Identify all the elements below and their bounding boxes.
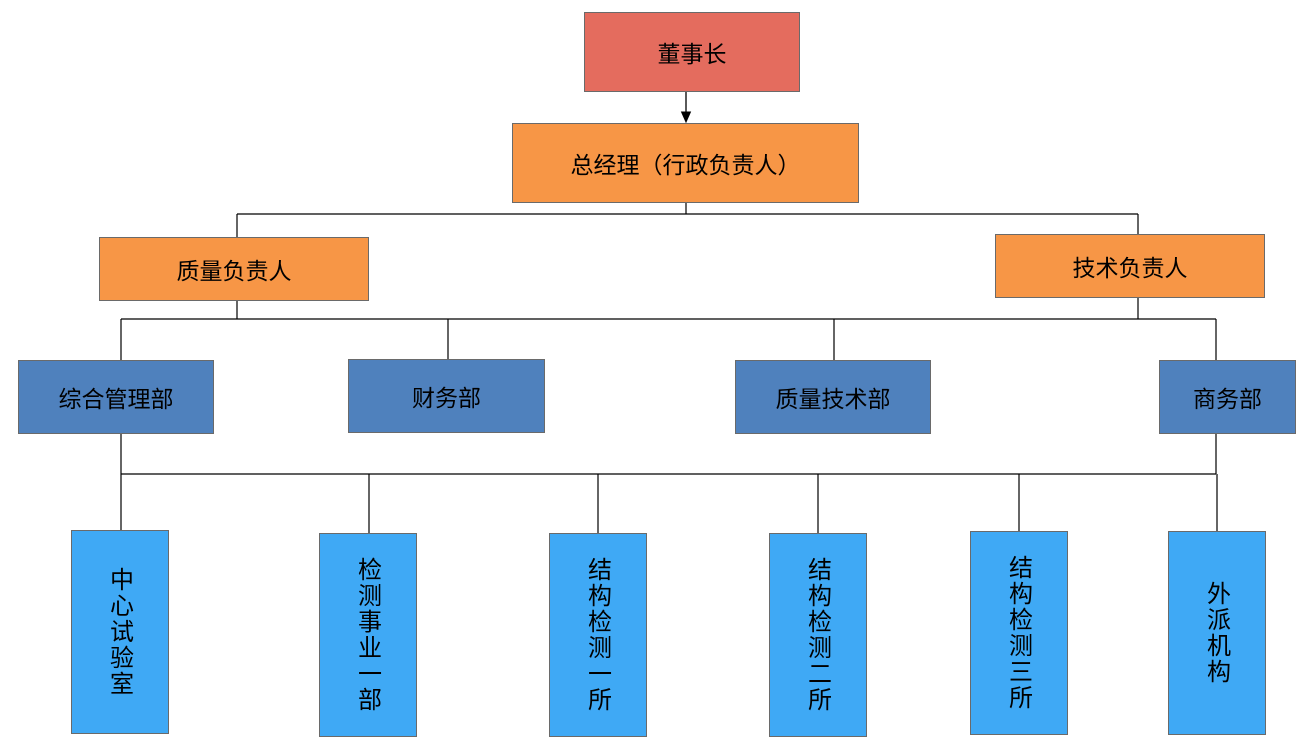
node-unit-label: 结构检测三所 [1004, 555, 1033, 711]
node-technical-head: 技术负责人 [995, 234, 1265, 298]
node-unit-dispatched-agency: 外派机构 [1168, 531, 1266, 735]
node-department-label: 质量技术部 [775, 387, 891, 413]
node-unit-central-lab: 中心试验室 [71, 530, 169, 734]
node-department-label: 商务部 [1193, 387, 1262, 413]
node-department-label: 综合管理部 [58, 387, 174, 413]
node-quality-head: 质量负责人 [99, 237, 369, 301]
node-technical-head-label: 技术负责人 [1072, 256, 1188, 282]
node-quality-head-label: 质量负责人 [176, 259, 292, 285]
node-unit-structural-testing-2: 结构检测二所 [769, 533, 867, 737]
node-department-admin: 综合管理部 [18, 360, 214, 434]
node-unit-label: 外派机构 [1202, 581, 1231, 685]
node-unit-label: 结构检测二所 [803, 557, 832, 713]
node-unit-label: 检测事业一部 [353, 557, 382, 713]
node-chairman-label: 董事长 [657, 42, 727, 68]
node-chairman: 董事长 [584, 12, 800, 92]
node-department-finance: 财务部 [348, 359, 545, 433]
node-department-label: 财务部 [412, 386, 481, 412]
node-department-business: 商务部 [1159, 360, 1296, 434]
node-unit-label: 中心试验室 [105, 567, 134, 697]
node-general-manager: 总经理（行政负责人） [512, 123, 859, 203]
node-unit-structural-testing-3: 结构检测三所 [970, 531, 1068, 735]
node-unit-label: 结构检测一所 [583, 557, 612, 713]
node-general-manager-label: 总经理（行政负责人） [570, 153, 801, 179]
node-department-quality-tech: 质量技术部 [735, 360, 931, 434]
node-unit-structural-testing-1: 结构检测一所 [549, 533, 647, 737]
node-unit-testing-division-1: 检测事业一部 [319, 533, 417, 737]
